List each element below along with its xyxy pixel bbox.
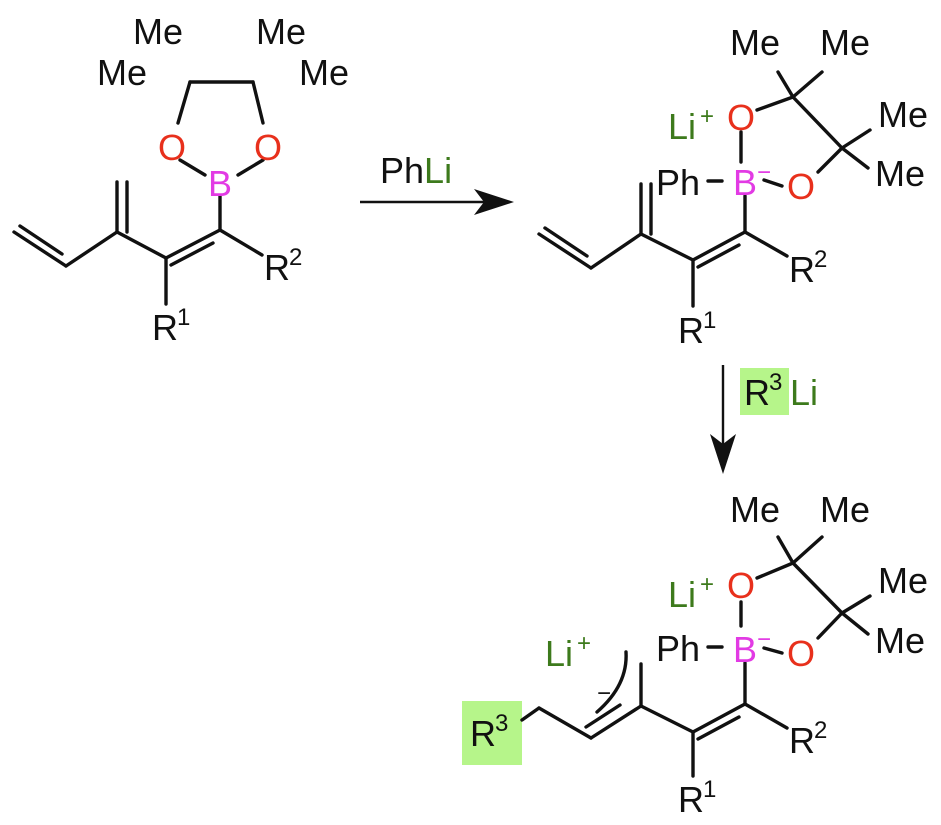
me-label: Me (878, 94, 928, 135)
me-label: Me (730, 489, 780, 530)
allyl-lithium-cation: Li + (545, 630, 591, 674)
reagent-phli-ph: Ph (380, 150, 424, 191)
superscript-one: 1 (703, 776, 716, 803)
r-label: R (264, 247, 290, 288)
arrow-head (710, 434, 736, 474)
plus-charge: + (700, 571, 714, 598)
oxygen-label: O (787, 633, 815, 674)
phenyl-label: Ph (656, 628, 700, 669)
minus-charge: − (757, 626, 771, 653)
me-label: Me (97, 52, 147, 93)
boronate-anion: B − (733, 626, 771, 670)
plus-charge: + (577, 630, 591, 657)
plus-charge: + (700, 103, 714, 130)
reagent-phli-label: PhLi (380, 150, 452, 191)
lithium-cation: Li + (668, 571, 714, 615)
r1-substituent: R 1 (152, 304, 190, 348)
me-label: Me (133, 11, 183, 52)
r-label: R (678, 310, 704, 351)
compound-1-starting-material: Me Me Me Me O O B R 2 R 1 (12, 11, 349, 348)
r3-highlight-reagent (740, 368, 789, 415)
reagent-phli-li: Li (424, 150, 452, 191)
phenyl-label: Ph (656, 162, 700, 203)
compound-3-bonds (520, 535, 872, 778)
r-label: R (789, 720, 815, 761)
r-label: R (152, 307, 178, 348)
r2-substituent: R 2 (789, 246, 827, 290)
boron-label: B (733, 162, 757, 203)
r-label: R (789, 249, 815, 290)
me-label: Me (299, 52, 349, 93)
reaction-arrow-r3li: R 3 Li (710, 365, 818, 474)
li-label: Li (668, 106, 696, 147)
compound-2-bonds (537, 70, 872, 308)
me-label: Me (820, 22, 870, 63)
me-label: Me (875, 153, 925, 194)
me-label: Me (256, 11, 306, 52)
reaction-arrow-phli: PhLi (360, 150, 514, 215)
superscript-one: 1 (703, 307, 716, 334)
r3-substituent: R 3 (470, 710, 508, 754)
boron-label: B (208, 163, 232, 204)
li-label: Li (668, 574, 696, 615)
compound-3-allyl-anion: Me Me Me Me O O Li + Ph B − Li + − R 3 R… (470, 489, 928, 820)
me-label: Me (878, 560, 928, 601)
superscript-three: 3 (495, 710, 508, 737)
boron-label: B (733, 629, 757, 670)
me-label: Me (875, 620, 925, 661)
r2-substituent: R 2 (789, 717, 827, 761)
compound-2-ate-complex: Me Me Me Me O O Li + Ph B − R 2 R 1 (537, 22, 928, 351)
r-label: R (744, 372, 770, 413)
lithium-cation: Li + (668, 103, 714, 147)
oxygen-label: O (727, 97, 755, 138)
superscript-three: 3 (769, 369, 782, 396)
r-label: R (470, 713, 496, 754)
reagent-li-label: Li (790, 372, 818, 413)
reagent-r3li-label: R 3 Li (744, 369, 818, 413)
compound-1-bonds (12, 80, 265, 306)
arrow-head (474, 189, 514, 215)
allyl-minus-charge: − (597, 680, 611, 707)
superscript-two: 2 (814, 246, 827, 273)
oxygen-label: O (254, 127, 282, 168)
r2-substituent: R 2 (264, 244, 302, 288)
boronate-anion: B − (733, 159, 771, 203)
r-label: R (678, 779, 704, 820)
superscript-one: 1 (177, 304, 190, 331)
superscript-two: 2 (814, 717, 827, 744)
oxygen-label: O (727, 565, 755, 606)
r3-highlight-product (462, 701, 522, 765)
li-label: Li (545, 633, 573, 674)
superscript-two: 2 (289, 244, 302, 271)
oxygen-label: O (158, 127, 186, 168)
me-label: Me (730, 22, 780, 63)
me-label: Me (820, 489, 870, 530)
oxygen-label: O (787, 166, 815, 207)
r1-substituent: R 1 (678, 776, 716, 820)
r1-substituent: R 1 (678, 307, 716, 351)
minus-charge: − (757, 159, 771, 186)
